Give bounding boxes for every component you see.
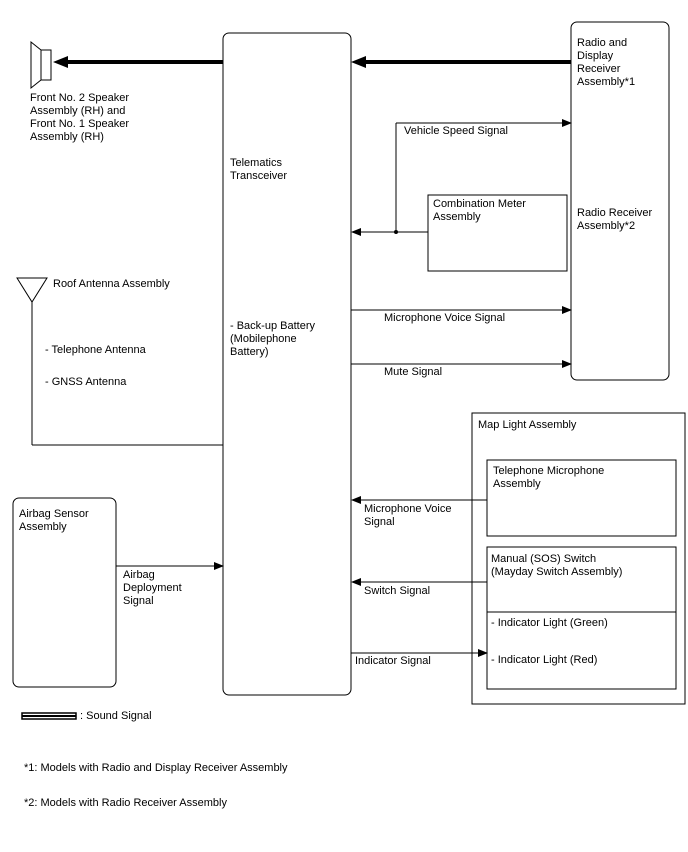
- legend-sound-signal-label: : Sound Signal: [80, 710, 152, 722]
- radio-receiver-label: Radio Receiver Assembly*2: [577, 207, 653, 232]
- radio-receiver-box: [570, 21, 670, 381]
- telephone-microphone-label: Telephone Microphone Assembly: [493, 465, 605, 490]
- map-light-label: Map Light Assembly: [478, 419, 577, 431]
- mic-voice-map-label: Microphone Voice Signal: [364, 503, 452, 528]
- airbag-deployment-label: Airbag Deployment Signal: [123, 569, 182, 607]
- legend-sound-symbol: [21, 712, 77, 720]
- mute-signal-label: Mute Signal: [384, 366, 443, 378]
- speaker-label: Front No. 2 Speaker Assembly (RH) and Fr…: [30, 92, 130, 143]
- junction-dot: [394, 230, 398, 234]
- airbag-sensor-label: Airbag Sensor Assembly: [19, 508, 89, 533]
- indicator-red-label: - Indicator Light (Red): [491, 654, 598, 666]
- combination-meter-label: Combination Meter Assembly: [433, 198, 526, 223]
- footnote-2: *2: Models with Radio Receiver Assembly: [24, 797, 227, 809]
- speaker-icon: [30, 40, 52, 90]
- radio-display-label: Radio and Display Receiver Assembly*1: [577, 37, 636, 88]
- sound-line-radio: [351, 56, 571, 68]
- sound-line-speaker: [53, 56, 223, 68]
- mic-voice-radio-label: Microphone Voice Signal: [384, 312, 506, 324]
- antenna-icon: [16, 277, 223, 446]
- telephone-antenna-label: - Telephone Antenna: [45, 344, 146, 356]
- indicator-green-label: - Indicator Light (Green): [491, 617, 608, 629]
- gnss-antenna-label: - GNSS Antenna: [45, 376, 127, 388]
- switch-signal-label: Switch Signal: [364, 585, 431, 597]
- airbag-sensor-box: [12, 497, 117, 688]
- telephone-microphone-box: [486, 459, 677, 537]
- roof-antenna-label: Roof Antenna Assembly: [53, 278, 170, 290]
- manual-switch-box: [486, 546, 677, 690]
- vehicle-speed-line: [351, 119, 572, 236]
- combination-meter-box: [427, 194, 568, 272]
- telematics-transceiver-box: [222, 32, 352, 696]
- manual-switch-label: Manual (SOS) Switch (Mayday Switch Assem…: [491, 553, 623, 578]
- telematics-title: Telematics Transceiver: [230, 157, 288, 182]
- backup-battery-label: - Back-up Battery (Mobilephone Battery): [230, 320, 315, 358]
- footnote-1: *1: Models with Radio and Display Receiv…: [24, 762, 288, 774]
- indicator-signal-label: Indicator Signal: [355, 655, 431, 667]
- vehicle-speed-signal-label: Vehicle Speed Signal: [404, 125, 508, 137]
